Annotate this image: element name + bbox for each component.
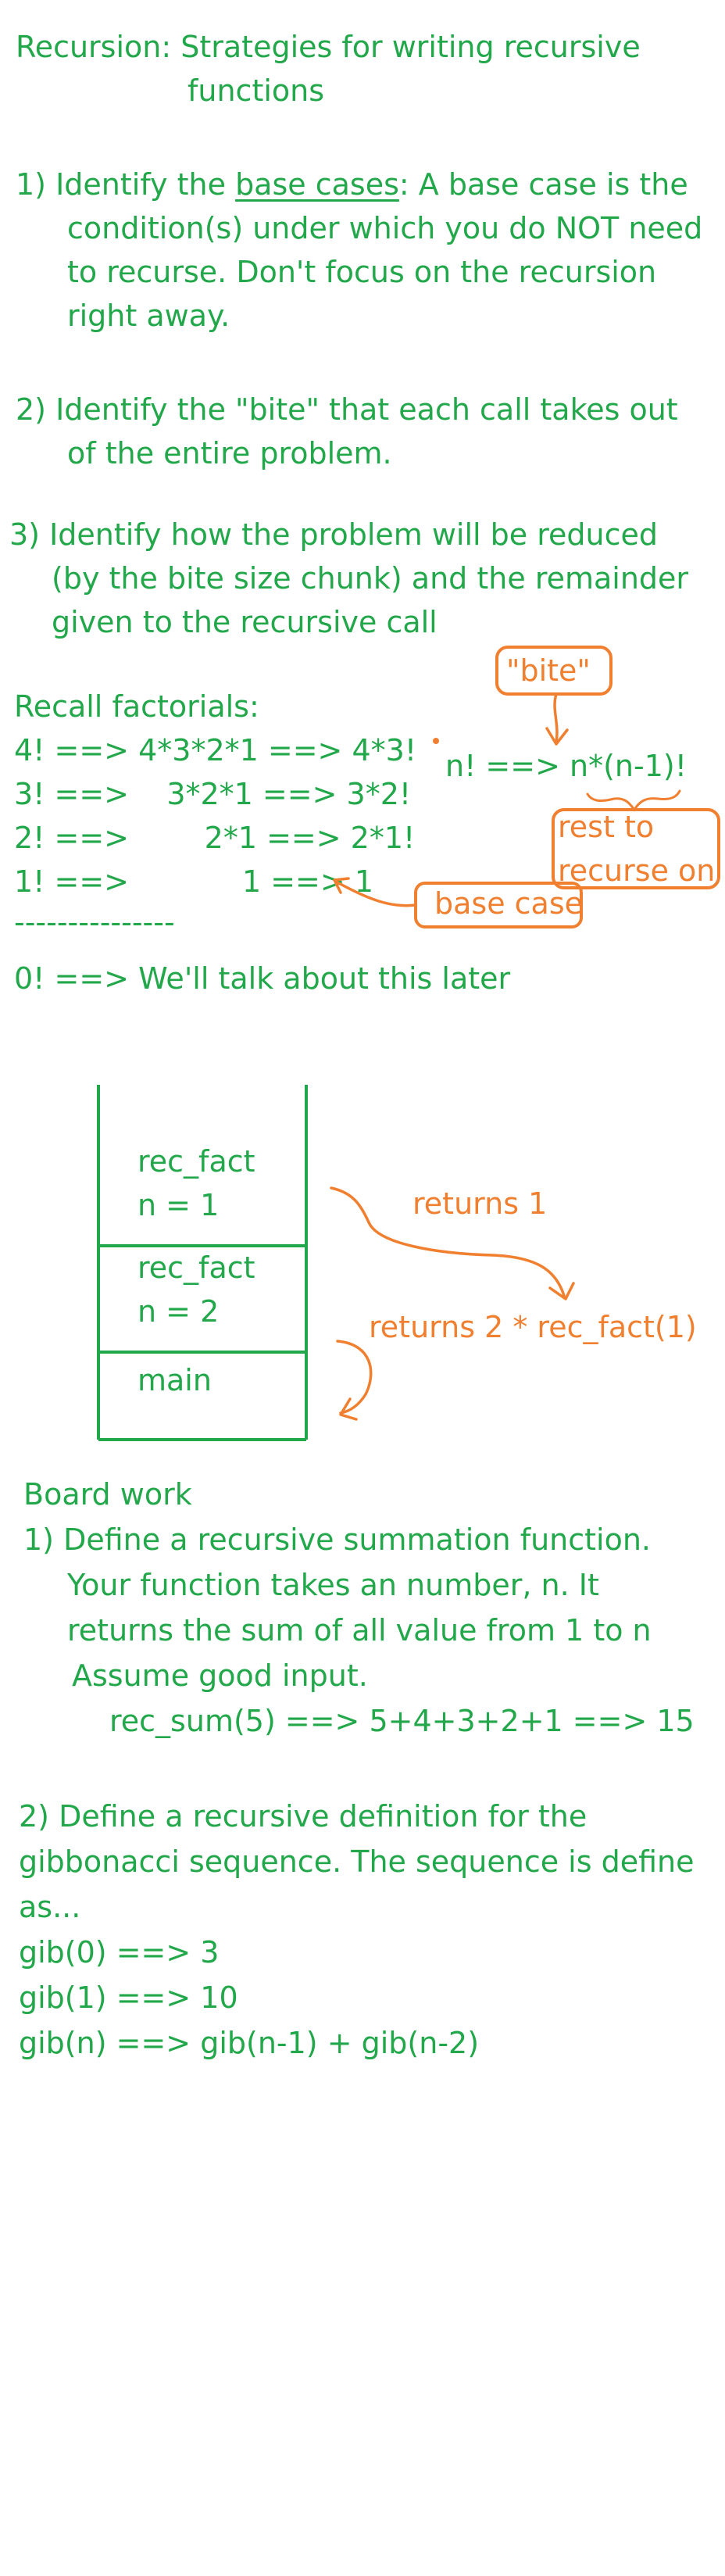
rest-label-line-1: rest to	[558, 810, 655, 844]
board-q1-line-2: Your function takes an number, n. It	[67, 1568, 599, 1602]
board-q1-example: rec_sum(5) ==> 5+4+3+2+1 ==> 15	[109, 1704, 695, 1738]
factorial-line-4: 4! ==> 4*3*2*1 ==> 4*3!	[14, 733, 417, 767]
board-heading: Board work	[23, 1477, 192, 1512]
base-case-label: base case	[434, 886, 584, 921]
rest-brace	[586, 789, 681, 812]
strategy-1-line-3: to recurse. Don't focus on the recursion	[67, 255, 657, 289]
board-q2-gib1: gib(1) ==> 10	[19, 1980, 238, 2015]
factorials-heading: Recall factorials:	[14, 689, 259, 724]
returns-2-arrow	[336, 1340, 373, 1421]
rest-label-line-2: recurse on	[558, 853, 716, 888]
factorial-zero: 0! ==> We'll talk about this later	[14, 961, 511, 996]
strategy-1-line-1: 1) Identify the base cases: A base case …	[16, 163, 688, 206]
bite-label: "bite"	[506, 653, 591, 688]
strategy-1-prefix: 1) Identify the	[16, 167, 236, 202]
strategy-1-underlined: base cases	[235, 167, 399, 202]
bite-arrow	[545, 692, 569, 746]
factorial-divider: ---------------	[14, 905, 175, 939]
returns-1-arrow	[330, 1186, 575, 1301]
base-case-bubble	[414, 882, 583, 928]
bite-bubble	[495, 646, 612, 696]
title-line-1: Recursion: Strategies for writing recurs…	[16, 30, 641, 64]
strategy-3-line-2: (by the bite size chunk) and the remaind…	[52, 561, 689, 596]
strategy-3-line-1: 3) Identify how the problem will be redu…	[9, 517, 659, 552]
board-q1-line-3: returns the sum of all value from 1 to n	[67, 1613, 652, 1648]
strategy-1-line-2: condition(s) under which you do NOT need	[67, 211, 703, 245]
factorial-line-2: 2! ==> 2*1 ==> 2*1!	[14, 821, 416, 855]
strategy-3-line-3: given to the recursive call	[52, 605, 438, 639]
stack-frame-2-arg: n = 2	[138, 1294, 220, 1329]
returns-1-label: returns 1	[412, 1186, 548, 1221]
board-q1-line-4: Assume good input.	[72, 1658, 368, 1693]
board-q1-line-1: 1) Define a recursive summation function…	[23, 1522, 652, 1557]
stack-frame-1-name: rec_fact	[138, 1144, 255, 1179]
factorial-formula: n! ==> n*(n-1)!	[445, 749, 687, 783]
board-q2-gib0: gib(0) ==> 3	[19, 1935, 220, 1970]
ink-dot	[433, 738, 439, 744]
board-q2-line-2: gibbonacci sequence. The sequence is def…	[19, 1844, 695, 1879]
rest-bubble	[552, 808, 720, 889]
returns-2-label: returns 2 * rec_fact(1)	[369, 1310, 697, 1344]
board-q2-gibn: gib(n) ==> gib(n-1) + gib(n-2)	[19, 2026, 480, 2060]
factorial-line-1: 1! ==> 1 ==> 1	[14, 864, 373, 899]
factorial-line-3: 3! ==> 3*2*1 ==> 3*2!	[14, 777, 412, 811]
board-q2-line-3: as...	[19, 1890, 81, 1924]
board-q2-line-1: 2) Define a recursive definition for the	[19, 1799, 588, 1834]
title-line-2: functions	[188, 73, 325, 108]
strategy-2-line-1: 2) Identify the "bite" that each call ta…	[16, 392, 678, 427]
strategy-1-suffix: : A base case is the	[398, 167, 688, 202]
stack-frame-2-name: rec_fact	[138, 1250, 255, 1285]
strategy-2-line-2: of the entire problem.	[67, 436, 392, 470]
strategy-1-line-4: right away.	[67, 299, 230, 333]
stack-frame-1-arg: n = 1	[138, 1188, 220, 1222]
base-case-arrow	[333, 877, 417, 907]
stack-frame-3-name: main	[138, 1363, 212, 1397]
